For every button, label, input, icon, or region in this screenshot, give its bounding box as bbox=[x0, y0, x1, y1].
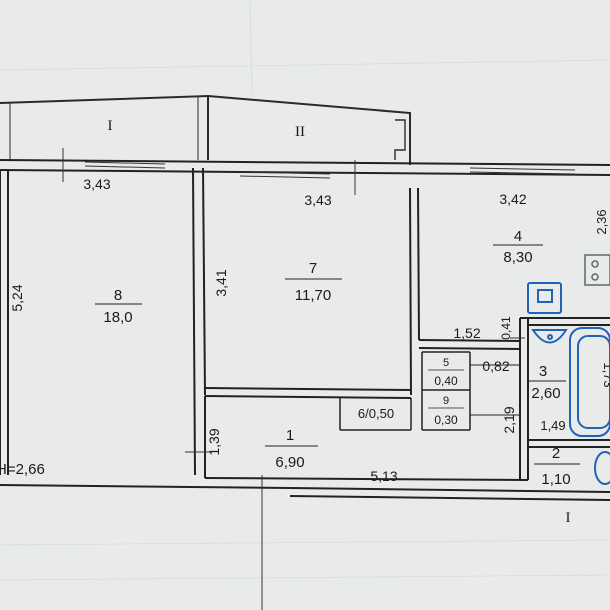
washbasin-icon bbox=[531, 329, 568, 344]
dim-closet-depth: 0,41 bbox=[499, 316, 513, 340]
room-9-area: 0,30 bbox=[434, 413, 458, 427]
room-9-number: 9 bbox=[443, 395, 449, 407]
walls bbox=[0, 159, 610, 501]
room-3-number: 3 bbox=[539, 363, 547, 380]
stove-icon bbox=[584, 254, 610, 286]
room-3-area: 2,60 bbox=[531, 385, 560, 402]
windows bbox=[84, 161, 576, 179]
dim-hall-depth: 1,39 bbox=[206, 428, 222, 455]
dim-bath-width: 1,49 bbox=[540, 418, 565, 433]
ceiling-height-label: H=2,66 bbox=[0, 461, 45, 478]
balcony-2-label: II bbox=[295, 124, 305, 140]
background-grid bbox=[0, 0, 610, 581]
room-7-number: 7 bbox=[309, 260, 317, 277]
room-7-area: 11,70 bbox=[295, 287, 331, 304]
dim-hall-length: 5,13 bbox=[370, 468, 397, 484]
balcony-2 bbox=[207, 95, 411, 165]
room-2-area: 1,10 bbox=[541, 471, 570, 488]
dim-closet-area: 0,82 bbox=[482, 358, 509, 374]
dim-bath-height: 2,19 bbox=[501, 406, 517, 433]
toilet-icon bbox=[594, 451, 610, 485]
section-mark: I bbox=[566, 510, 571, 526]
room-1-area: 6,90 bbox=[275, 454, 304, 471]
room-2-number: 2 bbox=[552, 445, 560, 462]
kitchen-sink-icon bbox=[527, 282, 562, 314]
room-4-area: 8,30 bbox=[503, 249, 532, 266]
dim-room7-width: 3,43 bbox=[304, 192, 331, 208]
room-5-area: 0,40 bbox=[434, 374, 458, 388]
room-8-area: 18,0 bbox=[103, 309, 132, 326]
balcony-labels: I II bbox=[108, 118, 306, 140]
dim-room4-side: 2,36 bbox=[594, 209, 609, 234]
room-4-number: 4 bbox=[514, 228, 522, 245]
dim-room8-height: 5,24 bbox=[9, 284, 25, 311]
dim-bathtub-length: 1,73 bbox=[601, 362, 610, 387]
room-6-label: 6/0,50 bbox=[358, 406, 394, 421]
bathtub-icon bbox=[569, 327, 610, 437]
room-8-number: 8 bbox=[114, 287, 122, 304]
room-5-number: 5 bbox=[443, 357, 449, 369]
dim-room4-width: 3,42 bbox=[499, 191, 526, 207]
dim-room8-width: 3,43 bbox=[83, 176, 110, 192]
dimension-ticks bbox=[62, 148, 525, 610]
dim-closet-width: 1,52 bbox=[453, 325, 480, 341]
balcony-1-label: I bbox=[108, 118, 113, 134]
dim-room7-height: 3,41 bbox=[213, 269, 229, 296]
room-1-number: 1 bbox=[286, 427, 294, 444]
